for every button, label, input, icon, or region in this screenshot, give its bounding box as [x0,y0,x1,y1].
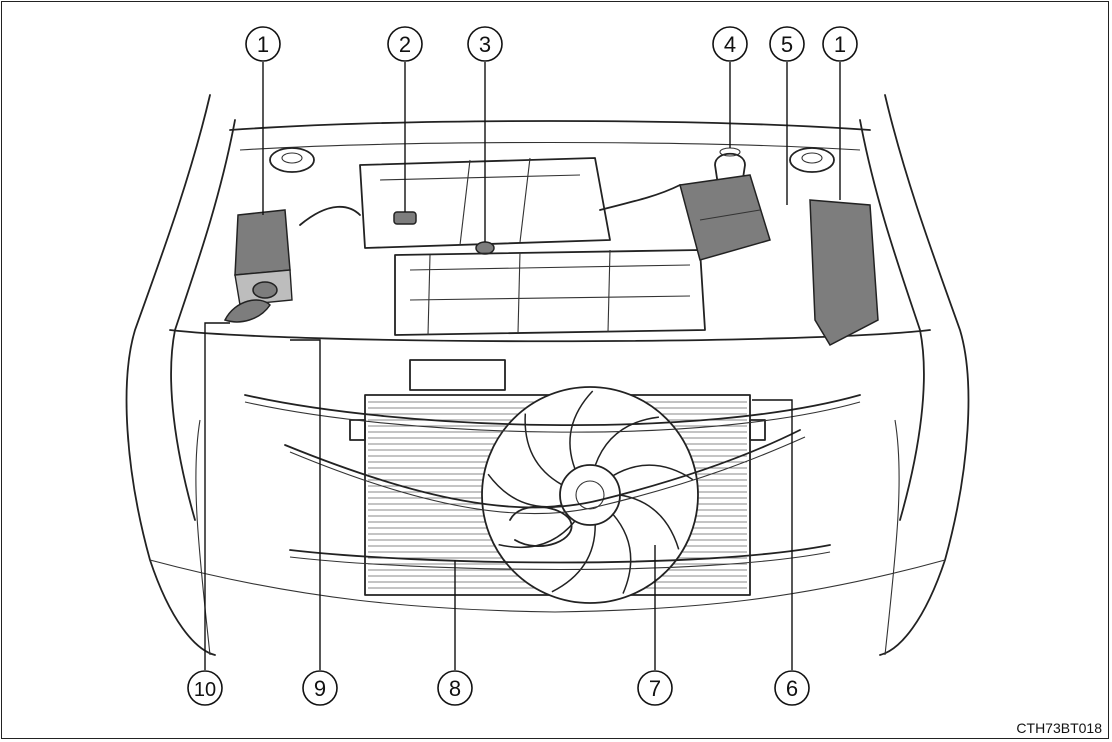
box-right [809,199,879,346]
callout-9: 9 [302,670,338,706]
callout-10: 10 [187,670,223,706]
callout-8: 8 [437,670,473,706]
callout-7: 7 [637,670,673,706]
callout-label: 7 [649,676,661,701]
callout-label: 3 [479,32,491,57]
engine-block [299,184,706,336]
washer-filler [223,281,278,323]
callout-label: 6 [786,676,798,701]
callout-label: 2 [399,32,411,57]
fuse-box [679,174,771,261]
callout-label: 1 [257,32,269,57]
callout-label: 10 [194,679,216,701]
engine-cover [359,157,611,255]
callout-2: 2 [387,26,423,62]
callout-4: 4 [712,26,748,62]
callout-6: 6 [774,670,810,706]
figure-code: CTH73BT018 [1016,720,1102,736]
callout-label: 8 [449,676,461,701]
callout-label: 9 [314,676,326,701]
callout-1-right: 1 [822,26,858,62]
callout-3: 3 [467,26,503,62]
callout-label: 1 [834,32,846,57]
callout-5: 5 [769,26,805,62]
cooling-fan [481,386,699,604]
callout-label: 5 [781,32,793,57]
leader-lines [204,62,841,670]
vehicle-body-outline [125,94,970,656]
callout-label: 4 [724,32,736,57]
hoses [244,394,861,571]
callout-1-left: 1 [245,26,281,62]
strut-towers [269,147,835,173]
